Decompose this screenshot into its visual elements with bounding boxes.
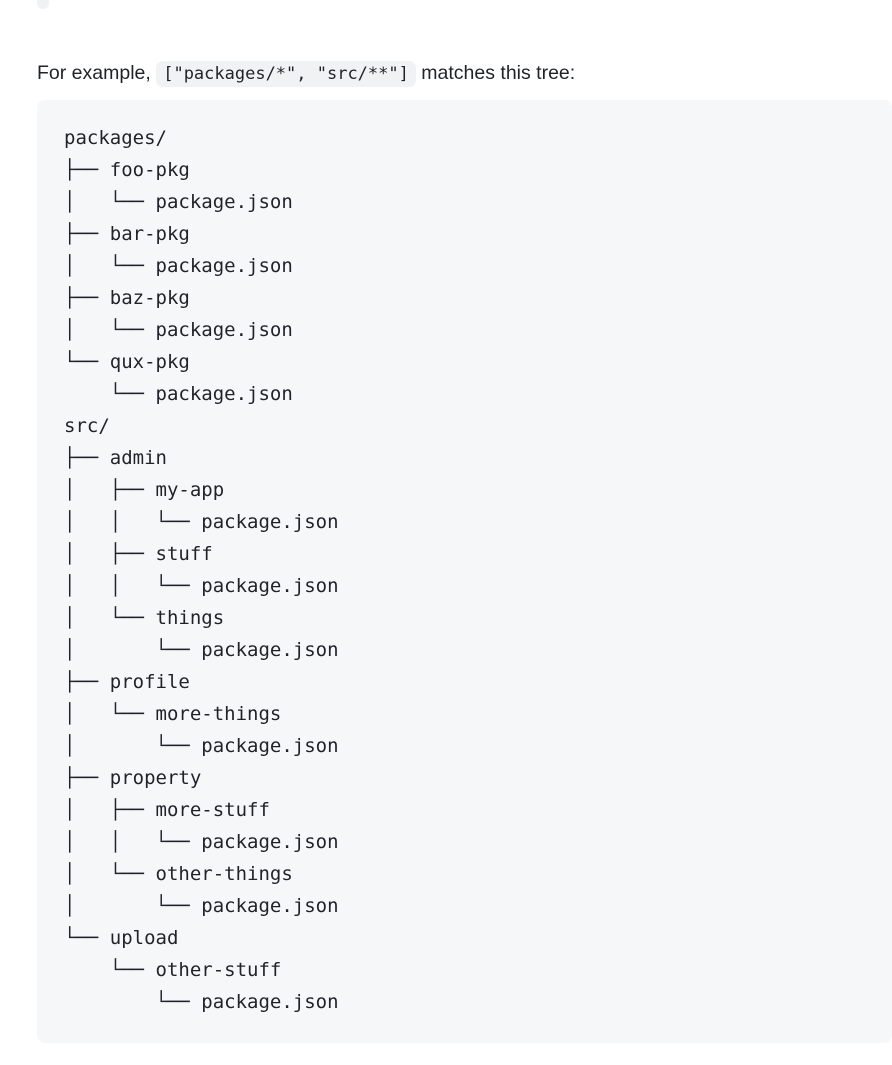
tree-line: └── package.json [64, 991, 339, 1013]
tree-line: │ ├── stuff [64, 543, 213, 565]
tree-line: │ │ └── package.json [64, 511, 339, 533]
tree-line: │ └── package.json [64, 735, 339, 757]
tree-line: │ │ └── package.json [64, 575, 339, 597]
tree-line: packages/ [64, 127, 167, 149]
tree-line: │ └── more-things [64, 703, 282, 725]
tree-line: │ ├── more-stuff [64, 799, 270, 821]
tree-line: │ └── things [64, 607, 225, 629]
tree-line: │ └── package.json [64, 895, 339, 917]
tree-line: └── package.json [64, 383, 293, 405]
tree-line: │ └── package.json [64, 191, 293, 213]
tree-line: │ └── package.json [64, 639, 339, 661]
tree-line: ├── property [64, 767, 202, 789]
tree-line: │ ├── my-app [64, 479, 225, 501]
glob-pattern-inline-code[interactable]: ["packages/*", "src/**"] [156, 60, 416, 87]
tree-line: │ │ └── package.json [64, 831, 339, 853]
clipped-inline-code [37, 0, 49, 9]
tree-line: ├── foo-pkg [64, 159, 190, 181]
tree-line: src/ [64, 415, 110, 437]
directory-tree-listing: packages/ ├── foo-pkg │ └── package.json ├─… [64, 122, 892, 1018]
intro-paragraph: For example, ["packages/*", "src/**"] ma… [37, 56, 575, 91]
tree-line: ├── profile [64, 671, 190, 693]
clipped-previous-paragraph [37, 0, 857, 12]
tree-line: │ └── package.json [64, 255, 293, 277]
tree-line: │ └── package.json [64, 319, 293, 341]
tree-line: │ └── other-things [64, 863, 293, 885]
directory-tree-code-block[interactable]: packages/ ├── foo-pkg │ └── package.json ├─… [37, 100, 892, 1043]
tree-line: ├── bar-pkg [64, 223, 190, 245]
tree-line: ├── baz-pkg [64, 287, 190, 309]
tree-line: └── other-stuff [64, 959, 282, 981]
tree-line: └── qux-pkg [64, 351, 190, 373]
intro-trailing-text: matches this tree: [421, 61, 576, 84]
tree-line: ├── admin [64, 447, 167, 469]
intro-lead-text: For example, [37, 61, 151, 84]
tree-line: └── upload [64, 927, 179, 949]
